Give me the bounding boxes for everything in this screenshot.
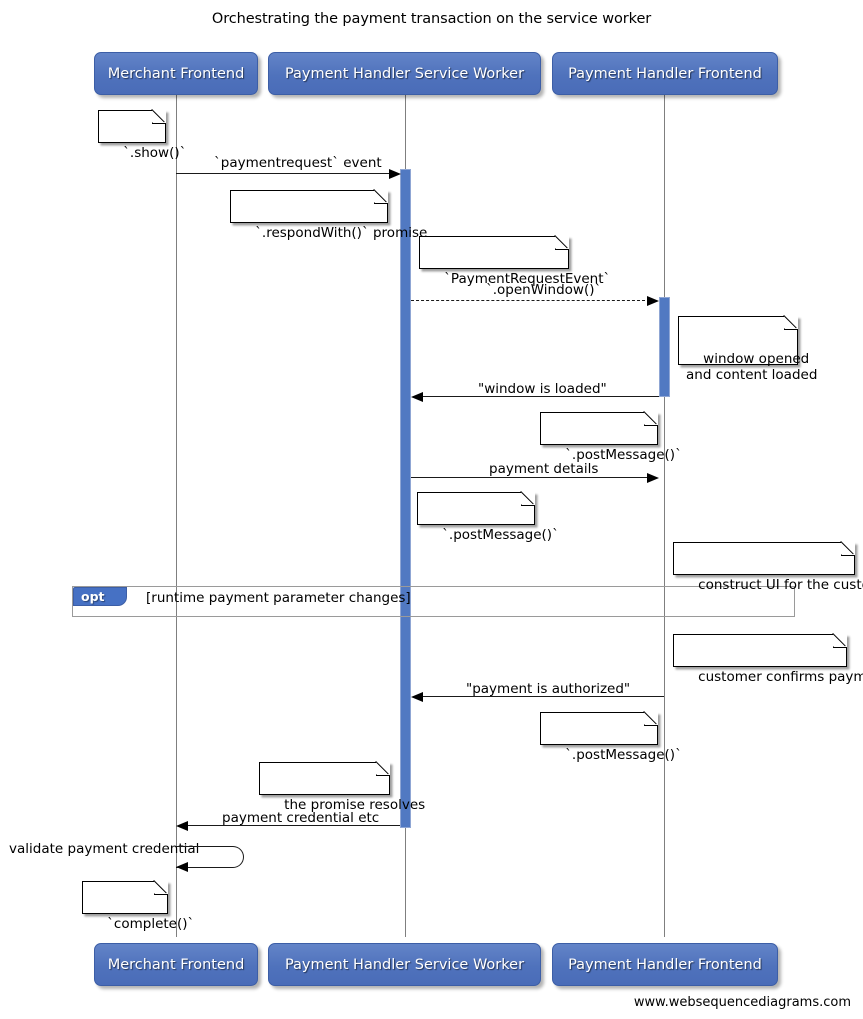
arrowhead-left-icon bbox=[411, 691, 423, 702]
arrowhead-right-icon bbox=[647, 295, 659, 306]
note-fold-corner-icon bbox=[555, 235, 569, 250]
participant-label: Payment Handler Frontend bbox=[568, 65, 762, 82]
participant-payment-handler-service-worker-bottom[interactable]: Payment Handler Service Worker bbox=[268, 943, 541, 986]
opt-fragment-operator-label: opt bbox=[81, 589, 105, 604]
message-label-payment-details: payment details bbox=[489, 461, 599, 477]
opt-fragment-operator-tab[interactable]: opt bbox=[73, 587, 127, 606]
note-fold-corner-icon bbox=[833, 633, 847, 648]
note-text: window opened and content loaded bbox=[686, 350, 818, 383]
page-title: Orchestrating the payment transaction on… bbox=[211, 11, 652, 27]
note-fold-corner-icon bbox=[521, 491, 535, 506]
note-text: customer confirms payment bbox=[698, 668, 863, 685]
message-label-paymentrequest-event: `paymentrequest` event bbox=[214, 155, 382, 171]
note-fold-corner-icon bbox=[644, 411, 658, 426]
note-customer-confirms: customer confirms payment bbox=[673, 633, 863, 685]
note-fold-corner-icon bbox=[841, 541, 855, 556]
participant-label: Payment Handler Service Worker bbox=[284, 65, 525, 82]
note-text: `complete()` bbox=[107, 915, 195, 932]
note-text: `.postMessage()` bbox=[565, 446, 682, 463]
message-line-window-is-loaded bbox=[423, 396, 659, 397]
message-label-payment-credential-etc: payment credential etc bbox=[222, 810, 380, 826]
note-text: `.show()` bbox=[123, 144, 187, 161]
note-construct-ui: construct UI for the customer bbox=[673, 541, 863, 593]
participant-label: Payment Handler Service Worker bbox=[284, 956, 525, 973]
note-text: `.postMessage()` bbox=[442, 526, 559, 543]
note-text: `.respondWith()` promise bbox=[255, 224, 428, 241]
activation-bar-service-worker bbox=[400, 169, 411, 828]
note-window-opened: window opened and content loaded bbox=[678, 315, 817, 383]
message-label-validate-payment-credential: validate payment credential bbox=[9, 841, 200, 857]
opt-fragment-condition: [runtime payment parameter changes] bbox=[146, 590, 411, 606]
arrowhead-left-icon bbox=[176, 861, 188, 872]
note-respondwith-promise: `.respondWith()` promise bbox=[230, 189, 427, 241]
note-fold-corner-icon bbox=[644, 711, 658, 726]
self-message-loop-validate-payment-credential bbox=[176, 846, 244, 868]
note-text: `.postMessage()` bbox=[565, 746, 682, 763]
message-line-paymentrequest-event bbox=[176, 173, 396, 174]
message-label-window-is-loaded: "window is loaded" bbox=[478, 381, 607, 397]
arrowhead-right-icon bbox=[647, 472, 659, 483]
note-fold-corner-icon bbox=[152, 109, 166, 124]
participant-label: Merchant Frontend bbox=[107, 956, 245, 973]
note-postmessage-1: `.postMessage()` bbox=[540, 411, 682, 463]
lifeline-merchant-frontend bbox=[176, 95, 177, 937]
message-line-payment-is-authorized bbox=[423, 696, 664, 697]
arrowhead-right-icon bbox=[389, 168, 401, 179]
note-text: `PaymentRequestEvent` bbox=[444, 270, 611, 287]
arrowhead-left-icon bbox=[411, 391, 423, 402]
footer-url: www.websequencediagrams.com bbox=[633, 995, 851, 1010]
note-text: the promise resolves bbox=[284, 796, 426, 813]
message-line-payment-credential-etc bbox=[188, 825, 400, 826]
note-postmessage-3: `.postMessage()` bbox=[540, 711, 682, 763]
message-label-payment-is-authorized: "payment is authorized" bbox=[466, 681, 631, 697]
lifeline-payment-handler-frontend bbox=[664, 95, 665, 937]
participant-payment-handler-service-worker-top[interactable]: Payment Handler Service Worker bbox=[268, 52, 541, 95]
note-text: construct UI for the customer bbox=[698, 576, 863, 593]
message-label-openwindow: `.openWindow()` bbox=[486, 282, 602, 298]
arrowhead-left-icon bbox=[176, 820, 188, 831]
note-fold-corner-icon bbox=[374, 189, 388, 204]
participant-label: Payment Handler Frontend bbox=[568, 956, 762, 973]
opt-fragment bbox=[72, 586, 795, 617]
message-line-payment-details bbox=[411, 477, 652, 478]
note-fold-corner-icon bbox=[376, 761, 390, 776]
note-promise-resolves: the promise resolves bbox=[259, 761, 425, 813]
message-line-openwindow bbox=[411, 300, 645, 301]
note-fold-corner-icon bbox=[784, 315, 798, 330]
activation-bar-payment-handler-frontend bbox=[659, 297, 670, 397]
participant-merchant-frontend-bottom[interactable]: Merchant Frontend bbox=[94, 943, 258, 986]
participant-payment-handler-frontend-bottom[interactable]: Payment Handler Frontend bbox=[552, 943, 778, 986]
note-fold-corner-icon bbox=[154, 880, 168, 895]
note-complete: `complete()` bbox=[82, 880, 194, 932]
participant-payment-handler-frontend-top[interactable]: Payment Handler Frontend bbox=[552, 52, 778, 95]
note-paymentrequestevent: `PaymentRequestEvent` bbox=[419, 235, 610, 287]
note-show: `.show()` bbox=[98, 109, 186, 161]
participant-label: Merchant Frontend bbox=[107, 65, 245, 82]
note-postmessage-2: `.postMessage()` bbox=[417, 491, 559, 543]
participant-merchant-frontend-top[interactable]: Merchant Frontend bbox=[94, 52, 258, 95]
